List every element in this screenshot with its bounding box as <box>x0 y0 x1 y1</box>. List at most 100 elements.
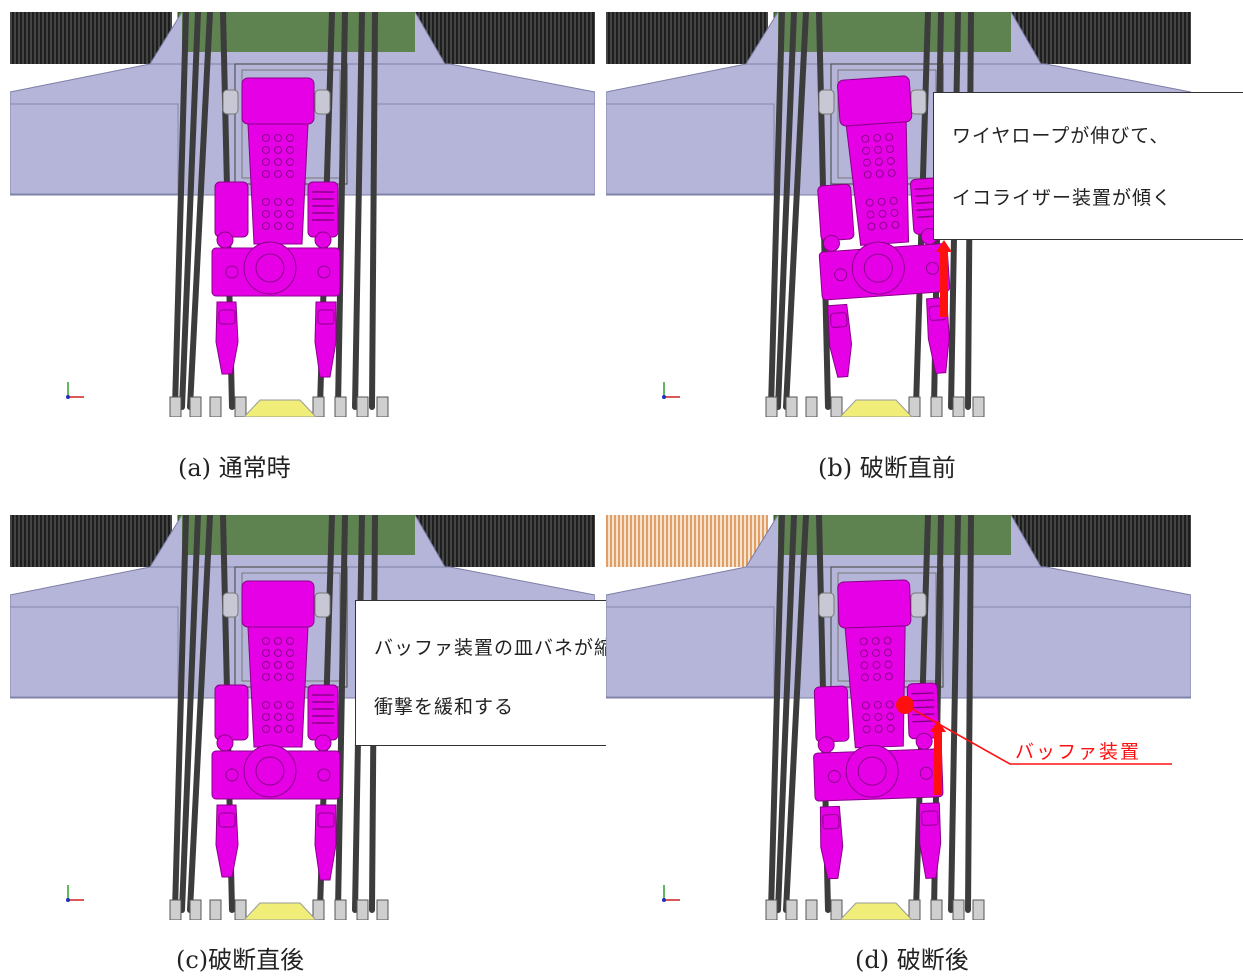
crane-equalizer-illustration <box>10 515 595 920</box>
equalizer-top-pin <box>241 77 315 125</box>
bottom-sheave <box>785 899 798 920</box>
bolt-hole <box>874 157 883 166</box>
bolt-hole <box>885 133 894 142</box>
callout-b: ワイヤロープが伸びて、 イコライザー装置が傾く <box>933 92 1243 240</box>
equalizer-top-pin <box>241 580 315 628</box>
bolt-hole <box>262 198 270 206</box>
right-roller <box>314 231 332 249</box>
bolt-hole <box>262 210 270 218</box>
left-rope-coil <box>606 12 768 64</box>
left-hook-joint <box>218 309 236 325</box>
bottom-sheave <box>908 396 921 417</box>
bolt-hole <box>286 210 294 218</box>
wire-rope <box>768 515 785 913</box>
callout-b-line-1: ワイヤロープが伸びて、 <box>952 125 1170 147</box>
sheave <box>851 241 905 295</box>
bolt-hole <box>274 701 282 709</box>
right-roller <box>915 732 933 750</box>
bottom-sheave <box>765 396 778 417</box>
panel-a <box>10 12 595 417</box>
right-rope-coil <box>415 515 595 567</box>
wire-rope <box>369 12 378 410</box>
bottom-sheave <box>765 899 778 920</box>
disc-spring <box>911 692 934 695</box>
disc-spring <box>911 699 934 702</box>
bolt-hole <box>879 221 888 230</box>
bolt-hole <box>874 712 883 721</box>
bolt-hole <box>286 170 294 178</box>
sheave <box>243 744 297 798</box>
bolt-hole <box>861 701 870 710</box>
equalizer-link <box>844 625 906 749</box>
girder-panel-left <box>10 606 179 698</box>
drum-front <box>778 515 1011 555</box>
red-arrow-head <box>936 240 952 252</box>
crane-equalizer-illustration <box>10 12 595 417</box>
sheave-hub <box>255 756 285 786</box>
pin-boss-right <box>314 592 331 618</box>
wire-rope <box>187 515 213 913</box>
bolt-hole <box>834 268 848 282</box>
caption-c: (c)破断直後 <box>176 946 305 974</box>
left-cylinder <box>214 181 249 238</box>
right-roller <box>314 734 332 752</box>
right-hook-joint <box>921 810 939 826</box>
sheave <box>845 744 899 798</box>
callout-c-line-1: バッファ装置の皿バネが縮み、 <box>374 637 655 659</box>
bolt-hole <box>887 168 896 177</box>
load-block <box>243 902 317 920</box>
bolt-hole <box>865 198 874 207</box>
axis-origin <box>662 395 666 399</box>
buffer-device <box>307 181 339 238</box>
left-hook-joint <box>218 812 236 828</box>
bolt-hole <box>874 724 883 733</box>
girder-panel-left <box>606 606 775 698</box>
bolt-hole <box>274 725 282 733</box>
wire-rope <box>335 12 348 410</box>
sheave-hub <box>863 253 893 283</box>
bottom-sheave <box>356 396 369 417</box>
bolt-hole <box>886 156 895 165</box>
right-hook-joint <box>317 812 335 828</box>
bolt-hole <box>875 169 884 178</box>
bolt-hole <box>873 700 882 709</box>
bolt-hole <box>863 170 872 179</box>
wire-rope <box>352 12 365 410</box>
sheave-hub <box>255 253 285 283</box>
bottom-sheave <box>805 899 818 920</box>
bolt-hole <box>878 209 887 218</box>
bolt-hole <box>262 134 270 142</box>
wire-rope <box>783 12 809 410</box>
bolt-hole <box>274 134 282 142</box>
bolt-hole <box>262 713 270 721</box>
bolt-hole <box>286 146 294 154</box>
bolt-hole <box>286 673 294 681</box>
bottom-sheave <box>972 396 985 417</box>
wire-rope <box>335 515 348 913</box>
wire-rope <box>179 12 201 410</box>
equalizer-top-pin <box>837 75 913 127</box>
bolt-hole <box>827 769 841 783</box>
bottom-sheave <box>169 899 182 920</box>
girder-panel-left <box>606 103 775 195</box>
bottom-sheave <box>830 396 843 417</box>
bottom-sheave <box>209 396 222 417</box>
bolt-hole <box>317 265 331 279</box>
sheave-hub <box>857 756 887 786</box>
wire-rope <box>783 515 809 913</box>
left-roller <box>216 231 234 249</box>
caption-d: (d) 破断後 <box>855 946 969 974</box>
bolt-hole <box>274 637 282 645</box>
bottom-sheave <box>930 396 943 417</box>
bolt-hole <box>862 725 871 734</box>
crane-equalizer-illustration <box>606 12 1191 417</box>
bolt-hole <box>860 673 869 682</box>
bolt-hole <box>262 725 270 733</box>
panel-d <box>606 515 1191 920</box>
bottom-sheave <box>930 899 943 920</box>
left-roller <box>822 234 840 252</box>
left-rope-coil <box>606 515 768 567</box>
wire-rope <box>775 515 797 913</box>
buffer-device <box>307 684 339 741</box>
girder-panel-left <box>10 103 179 195</box>
